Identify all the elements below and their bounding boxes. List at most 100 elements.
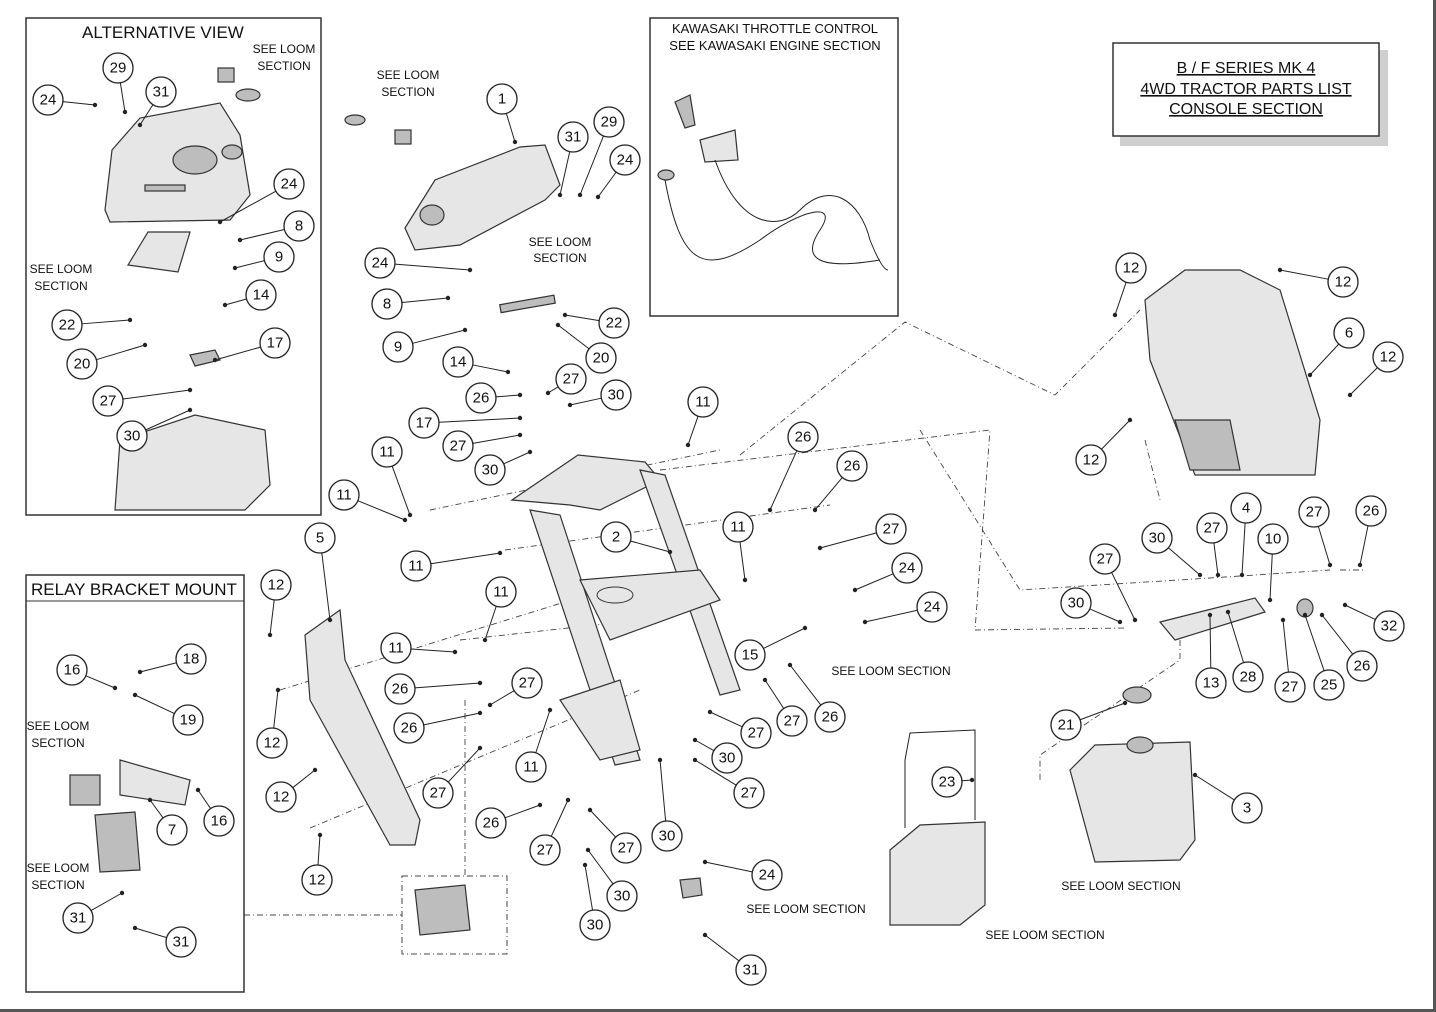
fastener-dot bbox=[1122, 700, 1128, 706]
callout-number: 12 bbox=[273, 789, 290, 806]
callout-circle bbox=[585, 342, 617, 374]
fastener-dot bbox=[852, 587, 858, 593]
fastener-dot bbox=[1319, 612, 1325, 618]
relay-bracket bbox=[69, 759, 471, 936]
callout-circle bbox=[875, 513, 907, 545]
callout-circle bbox=[600, 379, 632, 411]
callout-circle bbox=[400, 550, 432, 582]
loom-note: SECTION bbox=[31, 736, 84, 750]
callout-leader bbox=[134, 927, 167, 939]
callout-leader bbox=[1344, 604, 1376, 620]
fastener-dot bbox=[217, 219, 223, 225]
loom-note: SEE LOOM bbox=[27, 861, 90, 875]
callout-leader bbox=[1168, 547, 1201, 576]
title-line3: CONSOLE SECTION bbox=[1169, 101, 1323, 118]
callout-circle bbox=[156, 814, 188, 846]
callout-circle bbox=[172, 704, 204, 736]
callout-leader bbox=[447, 747, 481, 783]
callout-number: 27 bbox=[563, 371, 580, 388]
callout-number: 29 bbox=[601, 114, 618, 131]
fastener-dot bbox=[132, 692, 138, 698]
callout-circle bbox=[606, 880, 638, 912]
loom-note: SEE LOOM bbox=[529, 235, 592, 249]
callout-circle bbox=[687, 386, 719, 418]
fastener-dot bbox=[505, 369, 511, 375]
loom-note: SEE LOOM bbox=[377, 68, 440, 82]
callout-number: 26 bbox=[483, 815, 500, 832]
callout-number: 18 bbox=[183, 651, 200, 668]
callout-number: 27 bbox=[1097, 551, 1114, 568]
callout-number: 20 bbox=[593, 350, 610, 367]
callout-circle bbox=[1196, 512, 1228, 544]
callout-leader bbox=[1209, 614, 1212, 669]
fastener-dot bbox=[467, 267, 473, 273]
callout-leader bbox=[239, 228, 285, 241]
fastener-dot bbox=[327, 617, 333, 623]
callout-number: 26 bbox=[392, 681, 409, 698]
callout-circle bbox=[203, 805, 235, 837]
callout-circle bbox=[245, 279, 277, 311]
callout-circle bbox=[259, 327, 291, 359]
callout-number: 29 bbox=[110, 60, 127, 77]
callout-circle bbox=[600, 521, 632, 553]
callout-number: 30 bbox=[124, 428, 141, 445]
callout-leader bbox=[321, 552, 331, 621]
callout-leader bbox=[505, 113, 516, 143]
loom-note: SEE LOOM SECTION bbox=[985, 928, 1104, 942]
fastener-dot bbox=[702, 859, 708, 865]
fastener-dot bbox=[577, 192, 583, 198]
callout-leader bbox=[122, 389, 191, 400]
callout-circle bbox=[380, 632, 412, 664]
callout-number: 19 bbox=[180, 712, 197, 729]
fastener-dot bbox=[137, 669, 143, 675]
callout-leader bbox=[139, 662, 177, 673]
callout-circle bbox=[371, 288, 403, 320]
callout-circle bbox=[593, 106, 625, 138]
callout-circle bbox=[1230, 492, 1262, 524]
fastener-dot bbox=[787, 662, 793, 668]
callout-number: 26 bbox=[401, 720, 418, 737]
callout-leader bbox=[1079, 702, 1126, 721]
fastener-dot bbox=[667, 549, 673, 555]
fastener-dot bbox=[657, 757, 663, 763]
alt-frame bbox=[114, 349, 271, 511]
callout-number: 28 bbox=[1240, 669, 1257, 686]
fastener-dot bbox=[707, 709, 713, 715]
callout-circle bbox=[474, 454, 506, 486]
loom-note: SEE LOOM bbox=[30, 262, 93, 276]
fastener-dot bbox=[132, 925, 138, 931]
fastener-dot bbox=[1117, 619, 1123, 625]
fastener-dot bbox=[1307, 372, 1313, 378]
fastener-dot bbox=[452, 649, 458, 655]
callout-leader bbox=[1269, 553, 1273, 601]
callout-leader bbox=[391, 465, 411, 516]
title-line1: B / F SERIES MK 4 bbox=[1177, 60, 1316, 77]
callout-number: 31 bbox=[70, 910, 87, 927]
title-line2: 4WD TRACTOR PARTS LIST bbox=[1140, 81, 1352, 98]
loom-note: SEE LOOM SECTION bbox=[746, 902, 865, 916]
callout-number: 11 bbox=[388, 640, 404, 657]
fastener-dot bbox=[1207, 612, 1213, 618]
callout-leader bbox=[1309, 343, 1340, 376]
fastener-dot bbox=[407, 512, 413, 518]
throttle-title-line2: SEE KAWASAKI ENGINE SECTION bbox=[669, 38, 880, 53]
callout-number: 10 bbox=[1265, 531, 1282, 548]
callout-number: 11 bbox=[408, 558, 424, 575]
callout-leader bbox=[317, 834, 321, 866]
side-panel-right bbox=[1144, 269, 1321, 476]
callout-number: 15 bbox=[742, 647, 759, 664]
callout-circle bbox=[283, 210, 315, 242]
fastener-dot bbox=[1280, 617, 1286, 623]
callout-number: 2 bbox=[612, 529, 620, 546]
callout-leader bbox=[1194, 774, 1235, 801]
callout-circle bbox=[51, 309, 83, 341]
fastener-dot bbox=[692, 757, 698, 763]
relay-bracket-frame bbox=[25, 574, 245, 993]
callout-circle bbox=[442, 346, 474, 378]
right-bracket bbox=[1158, 597, 1314, 641]
callout-number: 6 bbox=[1345, 325, 1353, 342]
callout-leader bbox=[484, 606, 497, 641]
callout-leader bbox=[630, 540, 671, 553]
callout-circle bbox=[1141, 522, 1173, 554]
callout-circle bbox=[814, 701, 846, 733]
